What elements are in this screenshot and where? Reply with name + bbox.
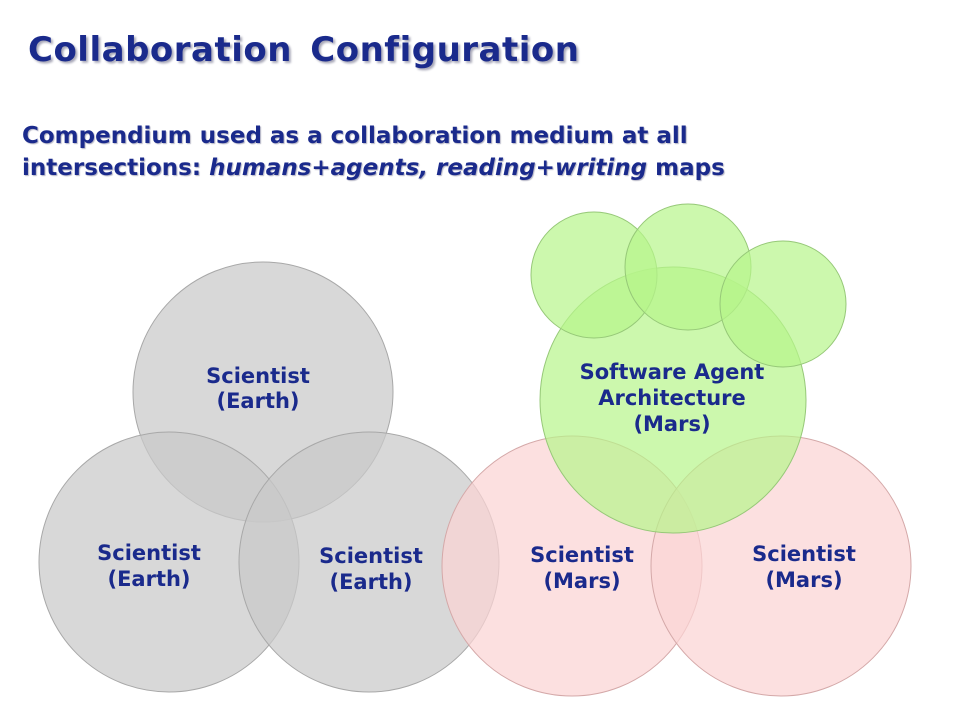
label-earth-right-line1: Scientist: [319, 544, 423, 568]
label-earth-top-line2: (Earth): [216, 389, 299, 413]
label-earth-top-line1: Scientist: [206, 364, 310, 388]
label-earth-left-line1: Scientist: [97, 541, 201, 565]
label-agent-line3: (Mars): [633, 412, 710, 436]
label-mars-left-line2: (Mars): [543, 569, 620, 593]
label-agent-line1: Software Agent: [580, 360, 765, 384]
label-earth-right-line2: (Earth): [329, 570, 412, 594]
label-earth-left-line2: (Earth): [107, 567, 190, 591]
subtitle-line-2: intersections: humans+agents, reading+wr…: [22, 152, 922, 184]
subtitle-line-1: Compendium used as a collaboration mediu…: [22, 123, 688, 149]
label-mars-right-line1: Scientist: [752, 542, 856, 566]
subtitle-line-2-emphasis: humans+agents, reading+writing: [209, 155, 648, 181]
slide-title: Collaboration Configuration: [28, 30, 580, 70]
label-mars-left-line1: Scientist: [530, 543, 634, 567]
slide-subtitle: Compendium used as a collaboration mediu…: [22, 120, 922, 184]
circle-agent-small-right: [719, 240, 847, 368]
subtitle-line-2-prefix: intersections:: [22, 155, 210, 181]
label-agent-line2: Architecture: [598, 386, 746, 410]
label-mars-right-line2: (Mars): [765, 568, 842, 592]
subtitle-line-2-suffix: maps: [647, 155, 725, 181]
